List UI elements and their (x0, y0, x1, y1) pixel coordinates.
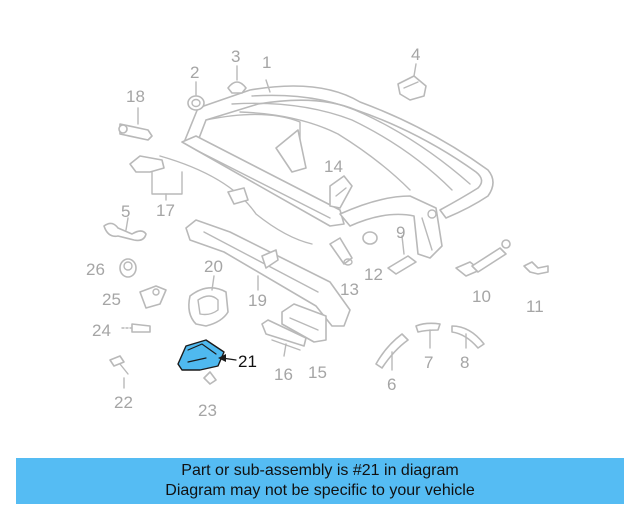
part-8-trim-strip (451, 325, 485, 349)
callout-4: 4 (411, 45, 420, 64)
callout-14: 14 (324, 157, 343, 176)
part-17-cable (129, 155, 313, 245)
callout-10: 10 (472, 287, 491, 306)
callout-26: 26 (86, 260, 105, 279)
callout-11: 11 (526, 297, 544, 316)
callout-24: 24 (92, 321, 111, 340)
callout-19: 19 (248, 291, 267, 310)
part-1-top-frame (181, 79, 494, 259)
part-18-hinge-pin (118, 107, 153, 141)
part-23-clip (203, 371, 217, 385)
callout-21: 21 (238, 352, 257, 371)
callout-3: 3 (231, 47, 240, 66)
part-9-stud (387, 235, 417, 275)
banner-line-1: Part or sub-assembly is #21 in diagram (181, 462, 459, 479)
callout-8: 8 (460, 353, 469, 372)
part-22-bolt (109, 355, 129, 389)
callout-6: 6 (387, 375, 396, 394)
part-20-cover (188, 275, 229, 327)
callout-labels: 1 2 3 4 5 6 7 8 9 10 11 12 13 14 15 16 1… (86, 45, 544, 420)
part-11-clip (523, 261, 549, 275)
part-25-clip (139, 285, 167, 309)
callout-18: 18 (126, 87, 145, 106)
callout-20: 20 (204, 257, 223, 276)
part-24-screw (121, 323, 151, 333)
part-2-grommet (187, 81, 205, 111)
callout-22: 22 (114, 393, 133, 412)
part-6-trim-strip (375, 333, 409, 371)
callout-16: 16 (274, 365, 293, 384)
part-5-bracket (103, 217, 147, 242)
part-26-bushing (119, 258, 137, 278)
part-15-hinge-block (281, 303, 327, 343)
part-7-trim-strip (415, 322, 441, 349)
part-12-cap (362, 231, 378, 245)
part-19-rail (185, 219, 351, 327)
info-banner: Part or sub-assembly is #21 in diagram D… (16, 458, 624, 504)
callout-2: 2 (190, 63, 199, 82)
callout-9: 9 (396, 223, 405, 242)
callout-12: 12 (364, 265, 383, 284)
part-16-bracket (261, 319, 307, 357)
part-10-gas-strut (455, 239, 511, 277)
callout-23: 23 (198, 401, 217, 420)
callout-7: 7 (424, 353, 433, 372)
callout-1: 1 (262, 53, 271, 72)
part-14-hinge-plate (329, 175, 353, 209)
callout-25: 25 (102, 290, 121, 309)
part-21-highlighted (177, 339, 237, 371)
banner-line-2: Diagram may not be specific to your vehi… (165, 482, 475, 499)
callout-15: 15 (308, 363, 327, 382)
part-13-pin (329, 237, 353, 266)
callout-5: 5 (121, 202, 130, 221)
part-3-cap (227, 65, 247, 94)
part-4-latch-bracket (397, 63, 427, 101)
callout-17: 17 (156, 201, 175, 220)
callout-13: 13 (340, 280, 359, 299)
